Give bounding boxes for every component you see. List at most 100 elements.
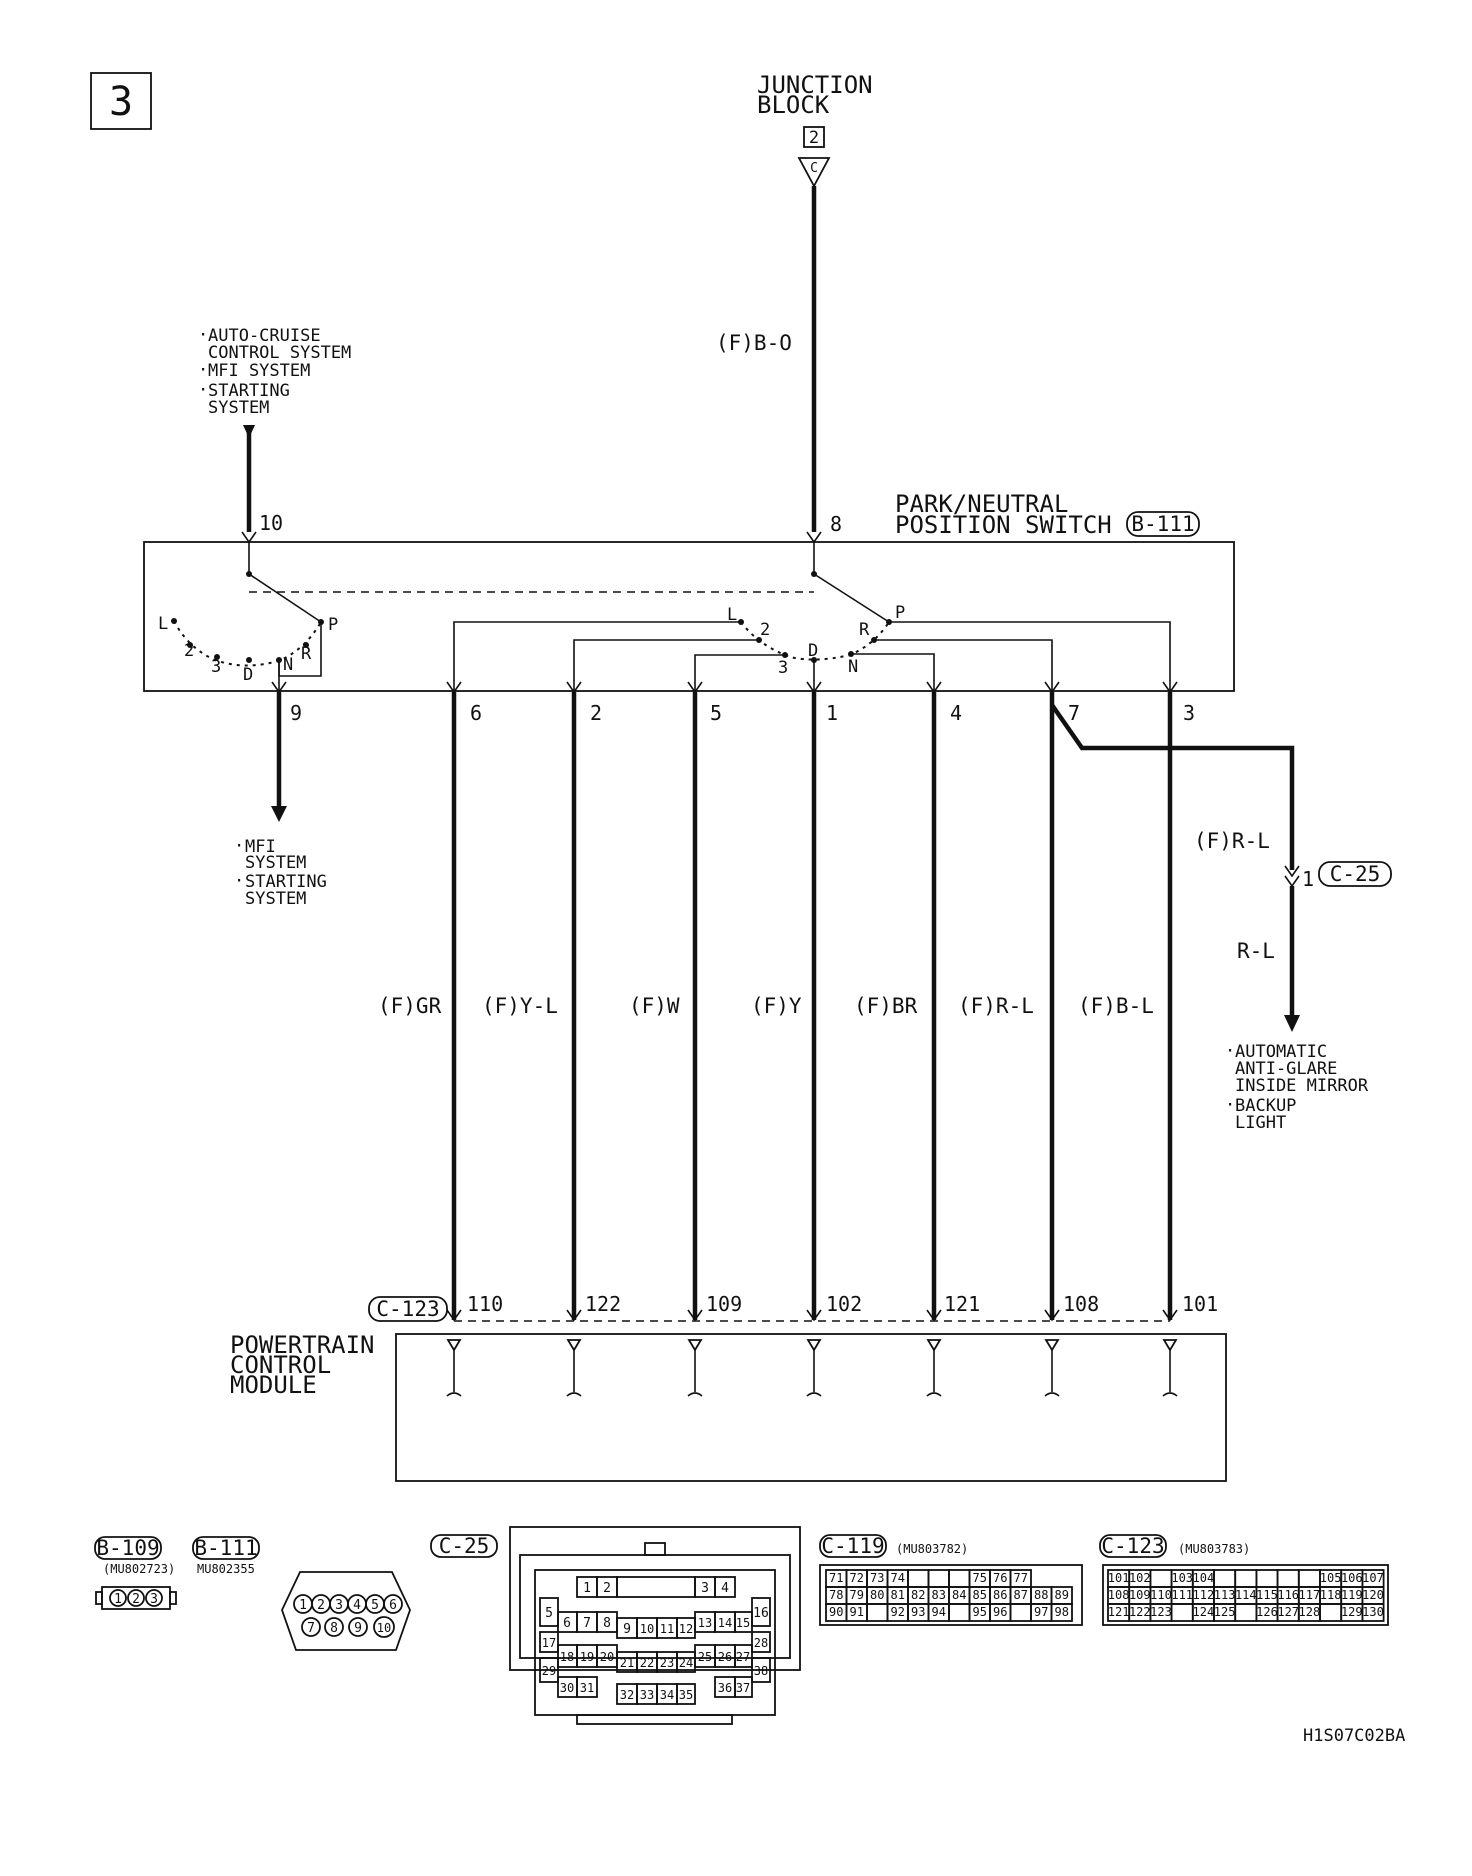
svg-text:4: 4 bbox=[353, 1598, 361, 1613]
connector-cell-label: 90 bbox=[829, 1605, 843, 1619]
svg-text:36: 36 bbox=[718, 1681, 732, 1695]
svg-text:MU802355: MU802355 bbox=[197, 1562, 255, 1576]
connector-cell-label: 75 bbox=[973, 1571, 987, 1585]
connector-cell-label: 122 bbox=[1129, 1605, 1151, 1619]
svg-text:·: · bbox=[234, 836, 244, 856]
svg-text:1: 1 bbox=[583, 1581, 591, 1596]
connector-cell bbox=[1170, 1603, 1194, 1622]
svg-text:CONTROL: CONTROL bbox=[230, 1351, 331, 1379]
source-systems-top: · AUTO-CRUISE CONTROL SYSTEM · MFI SYSTE… bbox=[198, 325, 351, 418]
svg-text:32: 32 bbox=[620, 1688, 634, 1702]
svg-text:3: 3 bbox=[1183, 701, 1195, 725]
switch-connector-badge bbox=[1126, 511, 1200, 537]
svg-text:ANTI-GLARE: ANTI-GLARE bbox=[1235, 1059, 1337, 1079]
connector-cell-label: 114 bbox=[1235, 1588, 1257, 1602]
pcm-title: POWERTRAIN CONTROL MODULE bbox=[230, 1331, 375, 1399]
svg-text:SYSTEM: SYSTEM bbox=[245, 889, 306, 909]
svg-text:15: 15 bbox=[736, 1616, 750, 1630]
connector-cell-label: 115 bbox=[1256, 1588, 1278, 1602]
connector-cell-label: 125 bbox=[1214, 1605, 1236, 1619]
svg-text:·: · bbox=[1225, 1095, 1235, 1115]
connector-cell-label: 95 bbox=[973, 1605, 987, 1619]
connector-cell-label: 105 bbox=[1320, 1571, 1342, 1585]
connector-cell-label: 96 bbox=[993, 1605, 1007, 1619]
svg-text:(MU803782): (MU803782) bbox=[896, 1542, 968, 1556]
pcm-wire-labels: (F)GR (F)Y-L (F)W (F)Y (F)BR (F)R-L (F)B… bbox=[378, 994, 1154, 1018]
connector-cell-label: 126 bbox=[1256, 1605, 1278, 1619]
connector-cell-label: 78 bbox=[829, 1588, 843, 1602]
park-neutral-switch-box bbox=[143, 541, 1235, 692]
branch-connector-pin: 1 bbox=[1302, 867, 1314, 891]
svg-text:5: 5 bbox=[710, 701, 722, 725]
connector-cell-label: 79 bbox=[850, 1588, 864, 1602]
right-selector: L 2 3 D N R P bbox=[453, 573, 1171, 691]
connector-cell-label: 110 bbox=[1150, 1588, 1172, 1602]
connector-cell-label: 120 bbox=[1362, 1588, 1384, 1602]
svg-text:8: 8 bbox=[330, 1621, 338, 1636]
svg-text:11: 11 bbox=[660, 1622, 674, 1636]
svg-text:B-111: B-111 bbox=[1131, 512, 1194, 536]
connector-cell-label: 109 bbox=[1129, 1588, 1151, 1602]
connector-cell bbox=[1319, 1603, 1343, 1622]
connector-cell bbox=[1276, 1569, 1300, 1588]
svg-text:23: 23 bbox=[660, 1656, 674, 1670]
connector-cell-label: 88 bbox=[1034, 1588, 1048, 1602]
connector-cell bbox=[1050, 1603, 1073, 1622]
svg-text:26: 26 bbox=[718, 1650, 732, 1664]
svg-text:17: 17 bbox=[542, 1636, 556, 1650]
svg-text:3: 3 bbox=[211, 657, 221, 677]
connector-cell-label: 73 bbox=[870, 1571, 884, 1585]
connector-cell-label: 129 bbox=[1341, 1605, 1363, 1619]
svg-text:101: 101 bbox=[1182, 1292, 1218, 1316]
connector-cell-label: 112 bbox=[1193, 1588, 1215, 1602]
svg-text:D: D bbox=[243, 665, 253, 685]
connector-cell bbox=[1297, 1569, 1321, 1588]
svg-text:INSIDE MIRROR: INSIDE MIRROR bbox=[1235, 1076, 1369, 1096]
connector-cell bbox=[1234, 1569, 1258, 1588]
svg-text:3: 3 bbox=[778, 658, 788, 678]
connector-cell bbox=[1255, 1569, 1279, 1588]
svg-text:4: 4 bbox=[950, 701, 962, 725]
page-number: 3 bbox=[109, 79, 133, 125]
c25-connector-badge bbox=[1318, 861, 1392, 887]
connector-cell-label: 84 bbox=[952, 1588, 966, 1602]
svg-text:AUTOMATIC: AUTOMATIC bbox=[1235, 1042, 1327, 1062]
svg-text:(F)W: (F)W bbox=[629, 994, 680, 1018]
connector-cell-label: 119 bbox=[1341, 1588, 1363, 1602]
svg-text:12: 12 bbox=[679, 1622, 693, 1636]
svg-text:P: P bbox=[895, 603, 905, 623]
svg-text:MFI SYSTEM: MFI SYSTEM bbox=[208, 361, 310, 381]
left-selector: L 2 3 D N R P bbox=[158, 573, 814, 691]
svg-text:P: P bbox=[328, 615, 338, 635]
svg-text:CONTROL SYSTEM: CONTROL SYSTEM bbox=[208, 343, 351, 363]
connector-cell-label: 85 bbox=[973, 1588, 987, 1602]
svg-text:7: 7 bbox=[583, 1616, 591, 1631]
svg-text:·: · bbox=[1225, 1041, 1235, 1061]
svg-text:16: 16 bbox=[753, 1606, 769, 1621]
branch-destinations: · AUTOMATIC ANTI-GLARE INSIDE MIRROR · B… bbox=[1225, 1041, 1369, 1133]
svg-text:(MU802723): (MU802723) bbox=[103, 1562, 175, 1576]
svg-text:30: 30 bbox=[560, 1681, 574, 1695]
svg-text:·: · bbox=[198, 325, 208, 345]
svg-text:C-25: C-25 bbox=[439, 1534, 490, 1558]
svg-text:C-123: C-123 bbox=[1101, 1534, 1164, 1558]
connector-cell-label: 111 bbox=[1171, 1588, 1193, 1602]
svg-text:·: · bbox=[198, 360, 208, 380]
svg-text:37: 37 bbox=[736, 1681, 750, 1695]
svg-text:25: 25 bbox=[698, 1650, 712, 1664]
svg-text:STARTING: STARTING bbox=[208, 381, 290, 401]
svg-text:10: 10 bbox=[640, 1622, 654, 1636]
connector-cell-label: 83 bbox=[932, 1588, 946, 1602]
svg-text:3: 3 bbox=[150, 1592, 158, 1607]
svg-text:2: 2 bbox=[184, 641, 194, 661]
connector-cell bbox=[1149, 1569, 1173, 1588]
connector-cell bbox=[1234, 1603, 1258, 1622]
svg-text:3: 3 bbox=[335, 1598, 343, 1613]
connector-cell-label: 101 bbox=[1108, 1571, 1130, 1585]
svg-text:1: 1 bbox=[114, 1592, 122, 1607]
connector-cell-label: 123 bbox=[1150, 1605, 1172, 1619]
svg-text:(F)R-L: (F)R-L bbox=[958, 994, 1034, 1018]
svg-text:22: 22 bbox=[640, 1656, 654, 1670]
